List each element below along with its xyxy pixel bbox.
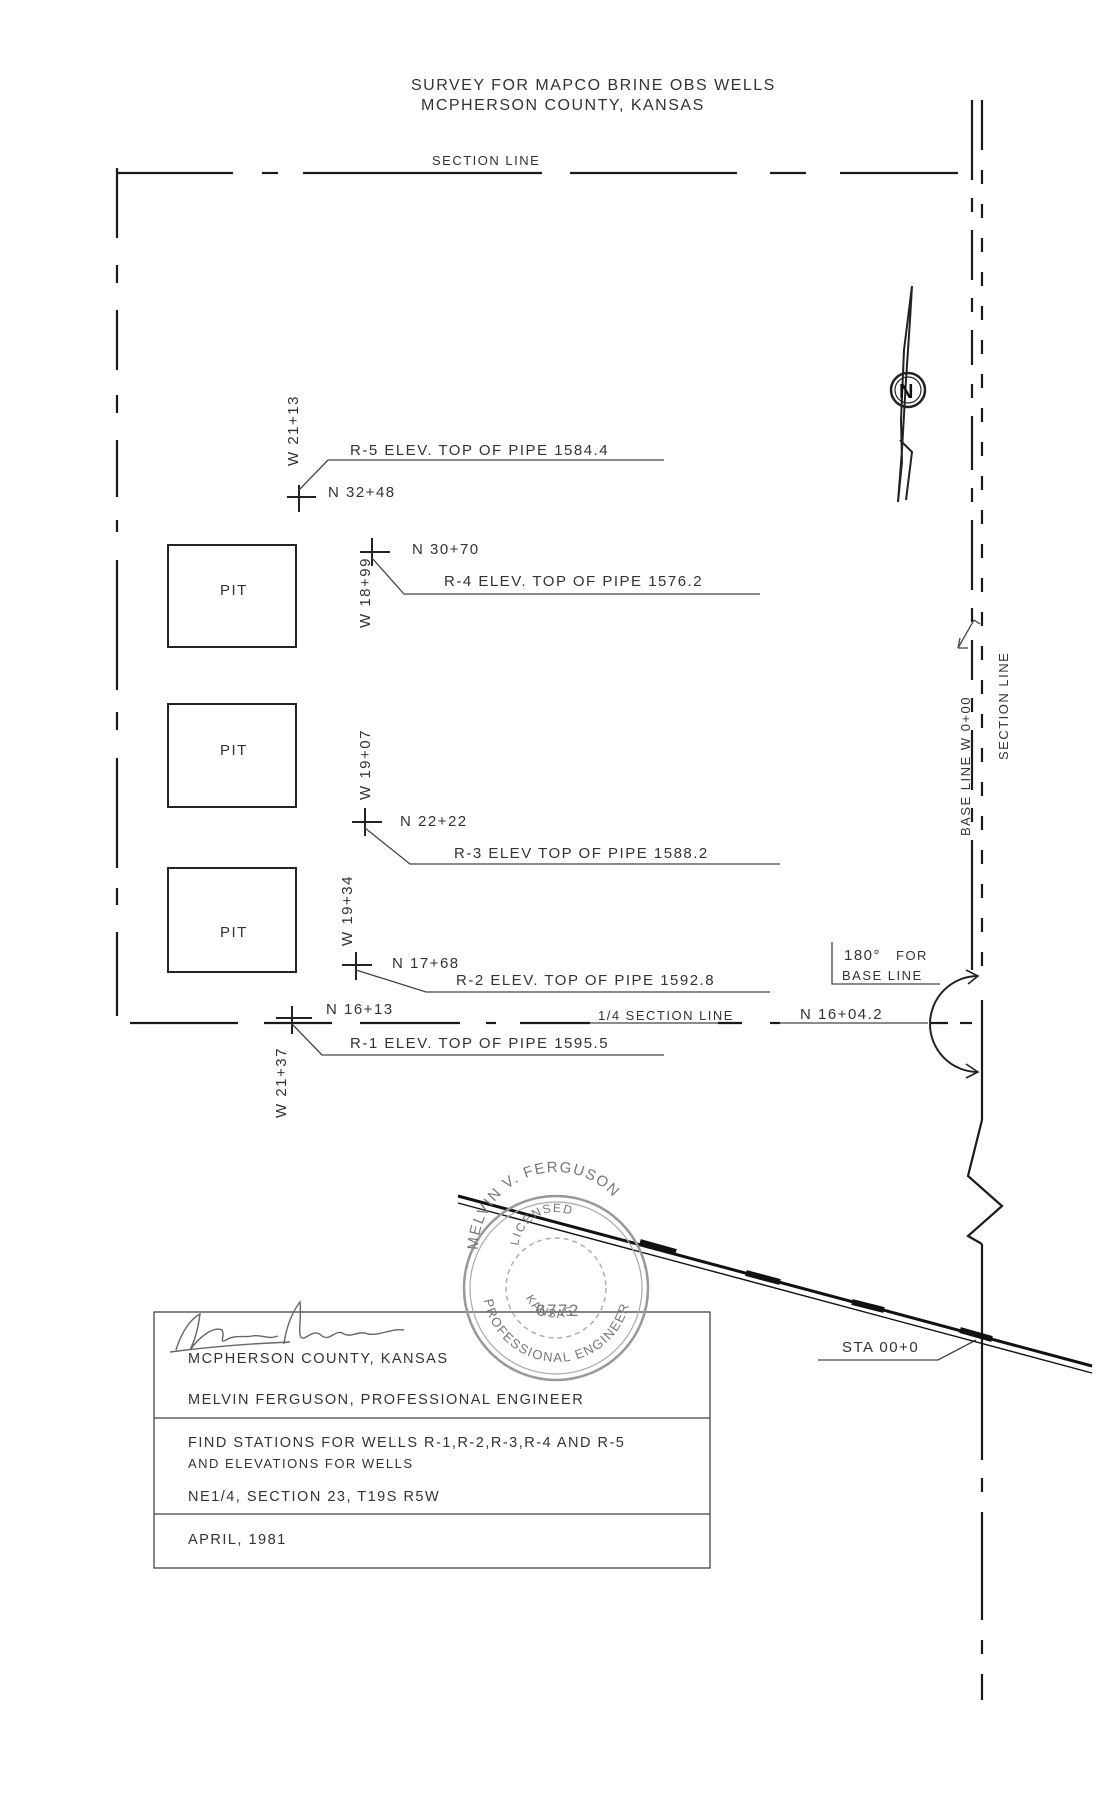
pit-3: PIT xyxy=(167,867,297,973)
well-r3: W 19+07 N 22+22 R-3 ELEV TOP OF PIPE 158… xyxy=(352,729,780,865)
well-r4-label: R-4 ELEV. TOP OF PIPE 1576.2 xyxy=(444,573,703,590)
pit-1: PIT xyxy=(167,544,297,648)
survey-title: SURVEY FOR MAPCO BRINE OBS WELLS xyxy=(411,77,776,94)
top-section-line-label: SECTION LINE xyxy=(432,153,540,168)
svg-text:KANSAS: KANSAS xyxy=(523,1292,576,1321)
pit-3-label: PIT xyxy=(220,924,248,941)
well-r3-north: N 22+22 xyxy=(400,813,468,830)
well-r1-label: R-1 ELEV. TOP OF PIPE 1595.5 xyxy=(350,1035,609,1052)
right-section-line-label: SECTION LINE xyxy=(996,652,1011,760)
base-angle-value: 180° xyxy=(844,947,881,964)
station-zero-label: STA 00+0 xyxy=(842,1339,919,1356)
well-r2-west: W 19+34 xyxy=(339,875,356,946)
well-r4: W 18+99 N 30+70 R-4 ELEV. TOP OF PIPE 15… xyxy=(357,538,760,628)
well-r4-marker-icon xyxy=(360,538,390,566)
well-r5-label: R-5 ELEV. TOP OF PIPE 1584.4 xyxy=(350,442,609,459)
engineer-seal: MELVIN V. FERGUSON MELVIN V. FERGUSON LI… xyxy=(462,1159,650,1382)
well-r4-north: N 30+70 xyxy=(412,541,480,558)
title-block-location: NE1/4, SECTION 23, T19S R5W xyxy=(188,1489,440,1505)
pit-2: PIT xyxy=(167,703,297,808)
title-block-description-1: FIND STATIONS FOR WELLS R-1,R-2,R-3,R-4 … xyxy=(188,1435,625,1451)
well-r2-label: R-2 ELEV. TOP OF PIPE 1592.8 xyxy=(456,972,715,989)
well-r1: W 21+37 N 16+13 R-1 ELEV. TOP OF PIPE 15… xyxy=(273,1001,664,1118)
well-r1-west: W 21+37 xyxy=(273,1047,290,1118)
base-angle-text1: FOR xyxy=(896,948,928,963)
base-line-label: BASE LINE W 0+00 xyxy=(958,696,973,836)
base-line-angle: 180° FOR BASE LINE xyxy=(831,942,980,1079)
engineer-signature xyxy=(169,1300,405,1353)
quarter-section-line-label: 1/4 SECTION LINE xyxy=(598,1008,734,1023)
station-zero: STA 00+0 xyxy=(818,1339,977,1361)
base-line-pointer-icon xyxy=(957,619,981,649)
seal-state-arc: KANSAS xyxy=(523,1292,575,1321)
pit-2-label: PIT xyxy=(220,742,248,759)
lower-section-line xyxy=(966,1000,1004,1700)
pit-1-label: PIT xyxy=(220,582,248,599)
well-r2-north: N 17+68 xyxy=(392,955,460,972)
well-r3-marker-icon xyxy=(352,808,382,836)
seal-number: 6772 xyxy=(536,1301,580,1320)
survey-subtitle: MCPHERSON COUNTY, KANSAS xyxy=(421,97,705,114)
north-arrow-icon: N xyxy=(889,285,927,503)
diagonal-line xyxy=(457,1194,1093,1374)
base-angle-text2: BASE LINE xyxy=(842,968,923,983)
title-block-description-2: AND ELEVATIONS FOR WELLS xyxy=(188,1456,414,1471)
title-block-engineer: MELVIN FERGUSON, PROFESSIONAL ENGINEER xyxy=(188,1392,584,1408)
well-r1-north: N 16+13 xyxy=(326,1001,394,1018)
north-arrow-letter: N xyxy=(899,381,913,403)
quarter-section-station: N 16+04.2 xyxy=(800,1006,883,1023)
well-r3-west: W 19+07 xyxy=(357,729,374,800)
well-r2: W 19+34 N 17+68 R-2 ELEV. TOP OF PIPE 15… xyxy=(339,875,770,993)
well-r5: W 21+13 N 32+48 R-5 ELEV. TOP OF PIPE 15… xyxy=(285,395,664,512)
well-r5-west: W 21+13 xyxy=(285,395,302,466)
title-block-county: MCPHERSON COUNTY, KANSAS xyxy=(188,1351,449,1367)
well-r1-marker-icon xyxy=(276,1006,312,1034)
well-r5-north: N 32+48 xyxy=(328,484,396,501)
title-block: MCPHERSON COUNTY, KANSAS MELVIN FERGUSON… xyxy=(153,1311,711,1569)
well-r5-marker-icon xyxy=(287,485,316,512)
title-block-date: APRIL, 1981 xyxy=(188,1532,287,1548)
well-r3-label: R-3 ELEV TOP OF PIPE 1588.2 xyxy=(454,845,709,862)
well-r4-west: W 18+99 xyxy=(357,557,374,628)
angle-arc-icon xyxy=(929,975,979,1073)
well-r2-marker-icon xyxy=(342,952,372,980)
